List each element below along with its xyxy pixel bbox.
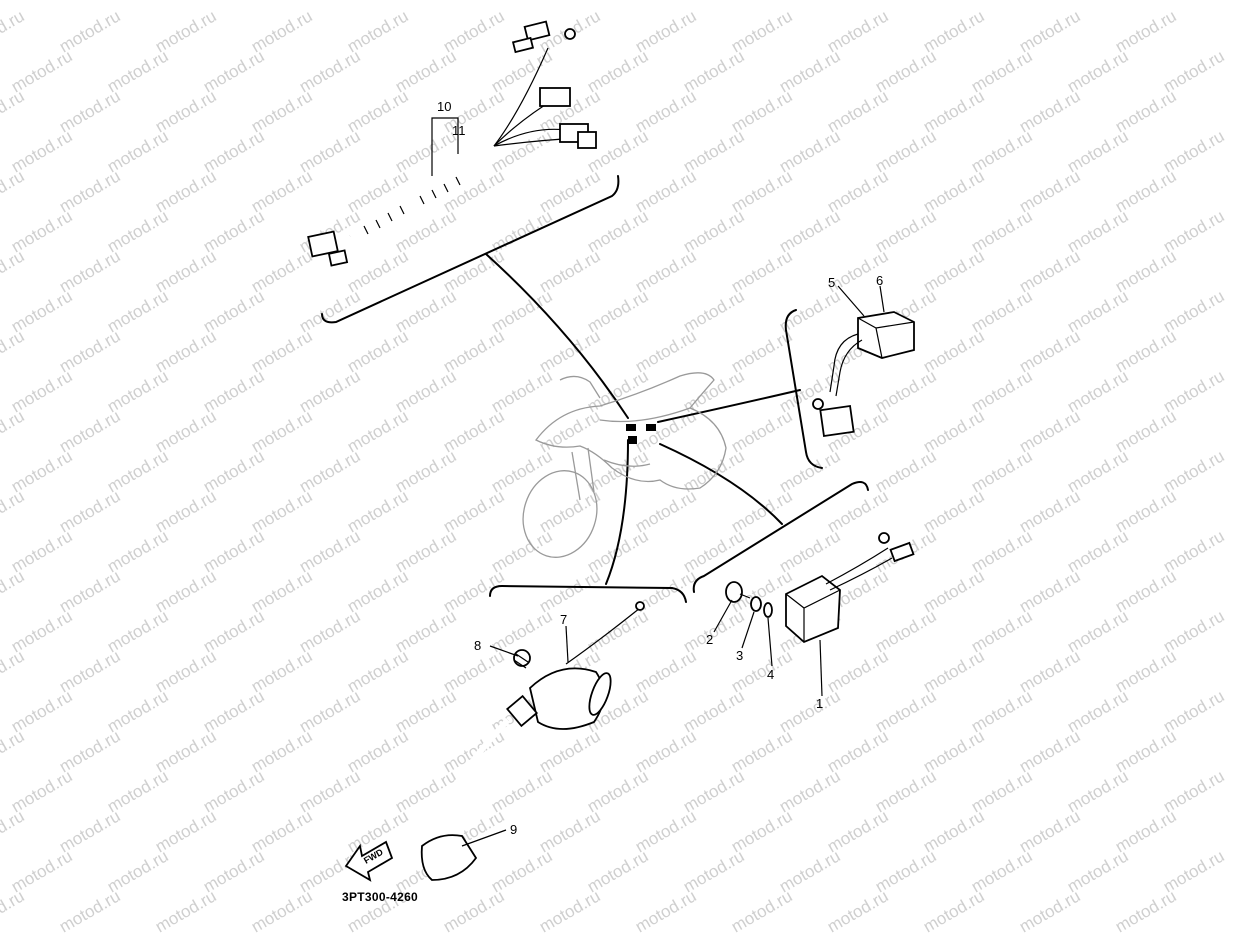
leader-rectifier	[657, 389, 801, 423]
bracket-cdi-unit	[692, 481, 869, 593]
leader-harness	[485, 253, 629, 419]
callout-11: 11	[452, 123, 466, 138]
callout-7: 7	[560, 612, 567, 627]
diagram-code: 3PT300-4260	[342, 890, 419, 904]
bracket-ignition-coil	[489, 584, 687, 603]
rectifier-regulator	[812, 311, 915, 437]
callout-9: 9	[510, 822, 517, 837]
wire-harness	[307, 20, 597, 267]
callout-5: 5	[828, 275, 835, 290]
bracket-rectifier	[784, 309, 823, 469]
callout-6: 6	[876, 273, 883, 288]
callout-1: 1	[816, 696, 823, 711]
cdi-unit	[725, 532, 915, 644]
bracket-wire-harness	[321, 175, 620, 324]
front-direction-arrow: FWD	[344, 840, 394, 882]
callout-3: 3	[736, 648, 743, 663]
leader-cdi	[659, 443, 783, 525]
callout-10: 10	[437, 99, 451, 114]
callout-8: 8	[474, 638, 481, 653]
callout-4: 4	[767, 667, 774, 682]
leader-coil	[605, 439, 629, 585]
callout-leaders	[431, 117, 885, 847]
ignition-coil	[420, 601, 645, 881]
motorcycle-outline	[522, 372, 727, 558]
callout-2: 2	[706, 632, 713, 647]
